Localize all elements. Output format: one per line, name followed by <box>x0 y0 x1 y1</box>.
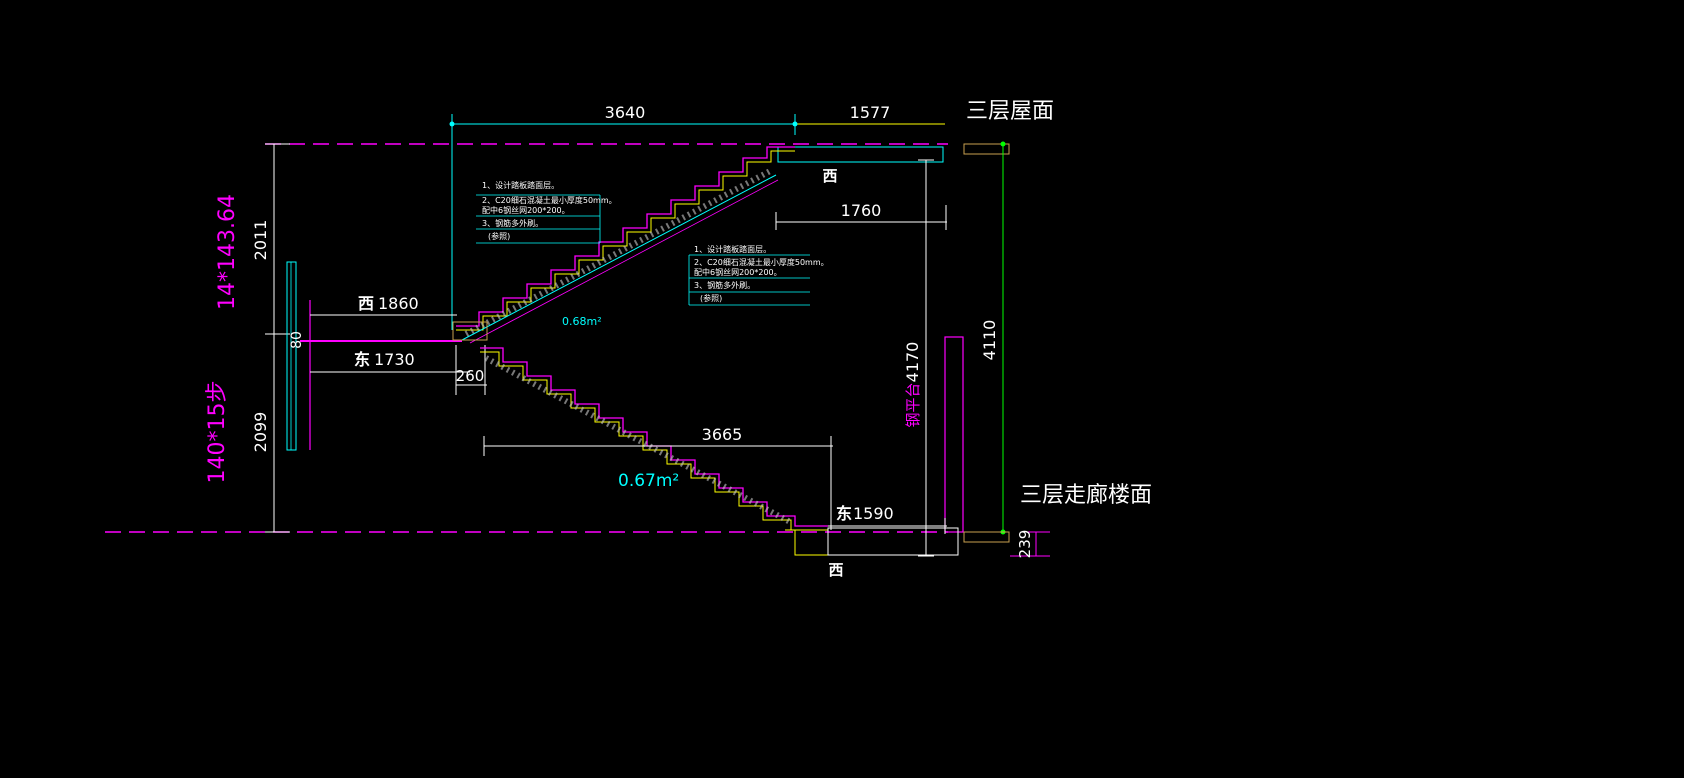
west-1860-prefix: 西 <box>358 294 374 313</box>
dim-260-lines <box>455 345 487 395</box>
platform-column <box>944 336 964 533</box>
lower-stair-inner <box>480 351 828 531</box>
area-upper-label: 0.68m² <box>562 315 602 328</box>
dim-239-label: 239 <box>1016 530 1034 559</box>
upper-stair-inner <box>456 150 795 331</box>
dim-2011-label: 2011 <box>251 220 270 261</box>
dim-4170-lines <box>918 159 934 557</box>
dim-3665-label: 3665 <box>702 425 743 444</box>
dim-1760-label: 1760 <box>841 201 882 220</box>
notes-upper-box <box>476 194 601 244</box>
dim-4170-label: 4170 <box>903 342 922 383</box>
dim-2099-label: 2099 <box>251 412 270 453</box>
dim-1860-lines <box>310 314 470 373</box>
roof-level-label: 三层屋面 <box>966 99 1054 124</box>
lower-stair-hatch-band <box>484 355 794 526</box>
notes-upper-line-4: 3、钢筋多外刷。 <box>482 218 543 228</box>
area-lower-label: 0.67m² <box>618 471 679 491</box>
west-top-label: 西 <box>822 167 837 185</box>
dim-260-label: 260 <box>456 367 485 385</box>
dim-1760 <box>775 205 947 230</box>
west-bottom-label: 西 <box>828 561 843 579</box>
steel-platform-label: 钢平台 <box>904 382 922 427</box>
lower-stair-base <box>785 529 829 556</box>
notes-upper-line-5: (参照) <box>488 231 510 241</box>
left-vertical-dimension <box>265 143 290 533</box>
upper-stair-soffit-2 <box>469 179 779 344</box>
east-1730-prefix: 东 <box>354 350 370 369</box>
dim-239-lines <box>1010 531 1050 557</box>
lower-stair-outline <box>480 347 828 527</box>
dim-1590-lines <box>828 518 947 534</box>
notes-lower-line-2: 2、C20细石混凝土最小厚度50mm。 <box>694 257 829 267</box>
upper-stair-bearing <box>452 321 488 341</box>
notes-upper-line-1: 1、设计踏板踏面层。 <box>482 180 559 190</box>
upper-stair-hatch-band <box>464 167 774 337</box>
dim-1860-label: 1860 <box>378 294 419 313</box>
dim-1730-label: 1730 <box>374 350 415 369</box>
steel-post <box>286 261 297 451</box>
dim-1590-label: 1590 <box>853 504 894 523</box>
dim-1577-label: 1577 <box>850 103 891 122</box>
upper-stair-outline <box>456 146 795 327</box>
dim-3640-label: 3640 <box>605 103 646 122</box>
upper-stair-flight <box>456 146 795 344</box>
platform-base-plate <box>827 527 959 556</box>
notes-upper-line-3: 配中6钢丝网200*200。 <box>482 205 570 215</box>
notes-upper-line-2: 2、C20细石混凝土最小厚度50mm。 <box>482 195 617 205</box>
lower-stair-flight <box>480 347 829 556</box>
dim-4110-label: 4110 <box>980 320 999 361</box>
notes-lower-line-1: 1、设计踏板踏面层。 <box>694 244 771 254</box>
dim-4110-lines <box>1000 141 1006 535</box>
corridor-level-label: 三层走廊楼面 <box>1020 483 1152 508</box>
upper-stair-soffit <box>461 174 777 341</box>
corridor-slab <box>963 531 1010 543</box>
notes-lower-line-5: (参照) <box>700 293 722 303</box>
dim-3665-lines <box>483 436 833 530</box>
notes-lower-line-3: 配中6钢丝网200*200。 <box>694 267 782 277</box>
dim-tick <box>792 121 798 127</box>
top-landing-slab <box>777 146 944 163</box>
notes-lower-box <box>688 254 810 306</box>
dim-80-label: 80 <box>289 331 305 349</box>
notes-lower-line-4: 3、钢筋多外刷。 <box>694 280 755 290</box>
formula-top-label: 14*143.64 <box>215 194 240 310</box>
east-1590-prefix: 东 <box>836 504 852 523</box>
roof-slab-right <box>963 143 1010 155</box>
formula-bottom-label: 140*15步 <box>205 381 230 484</box>
dim-tick <box>449 121 455 127</box>
